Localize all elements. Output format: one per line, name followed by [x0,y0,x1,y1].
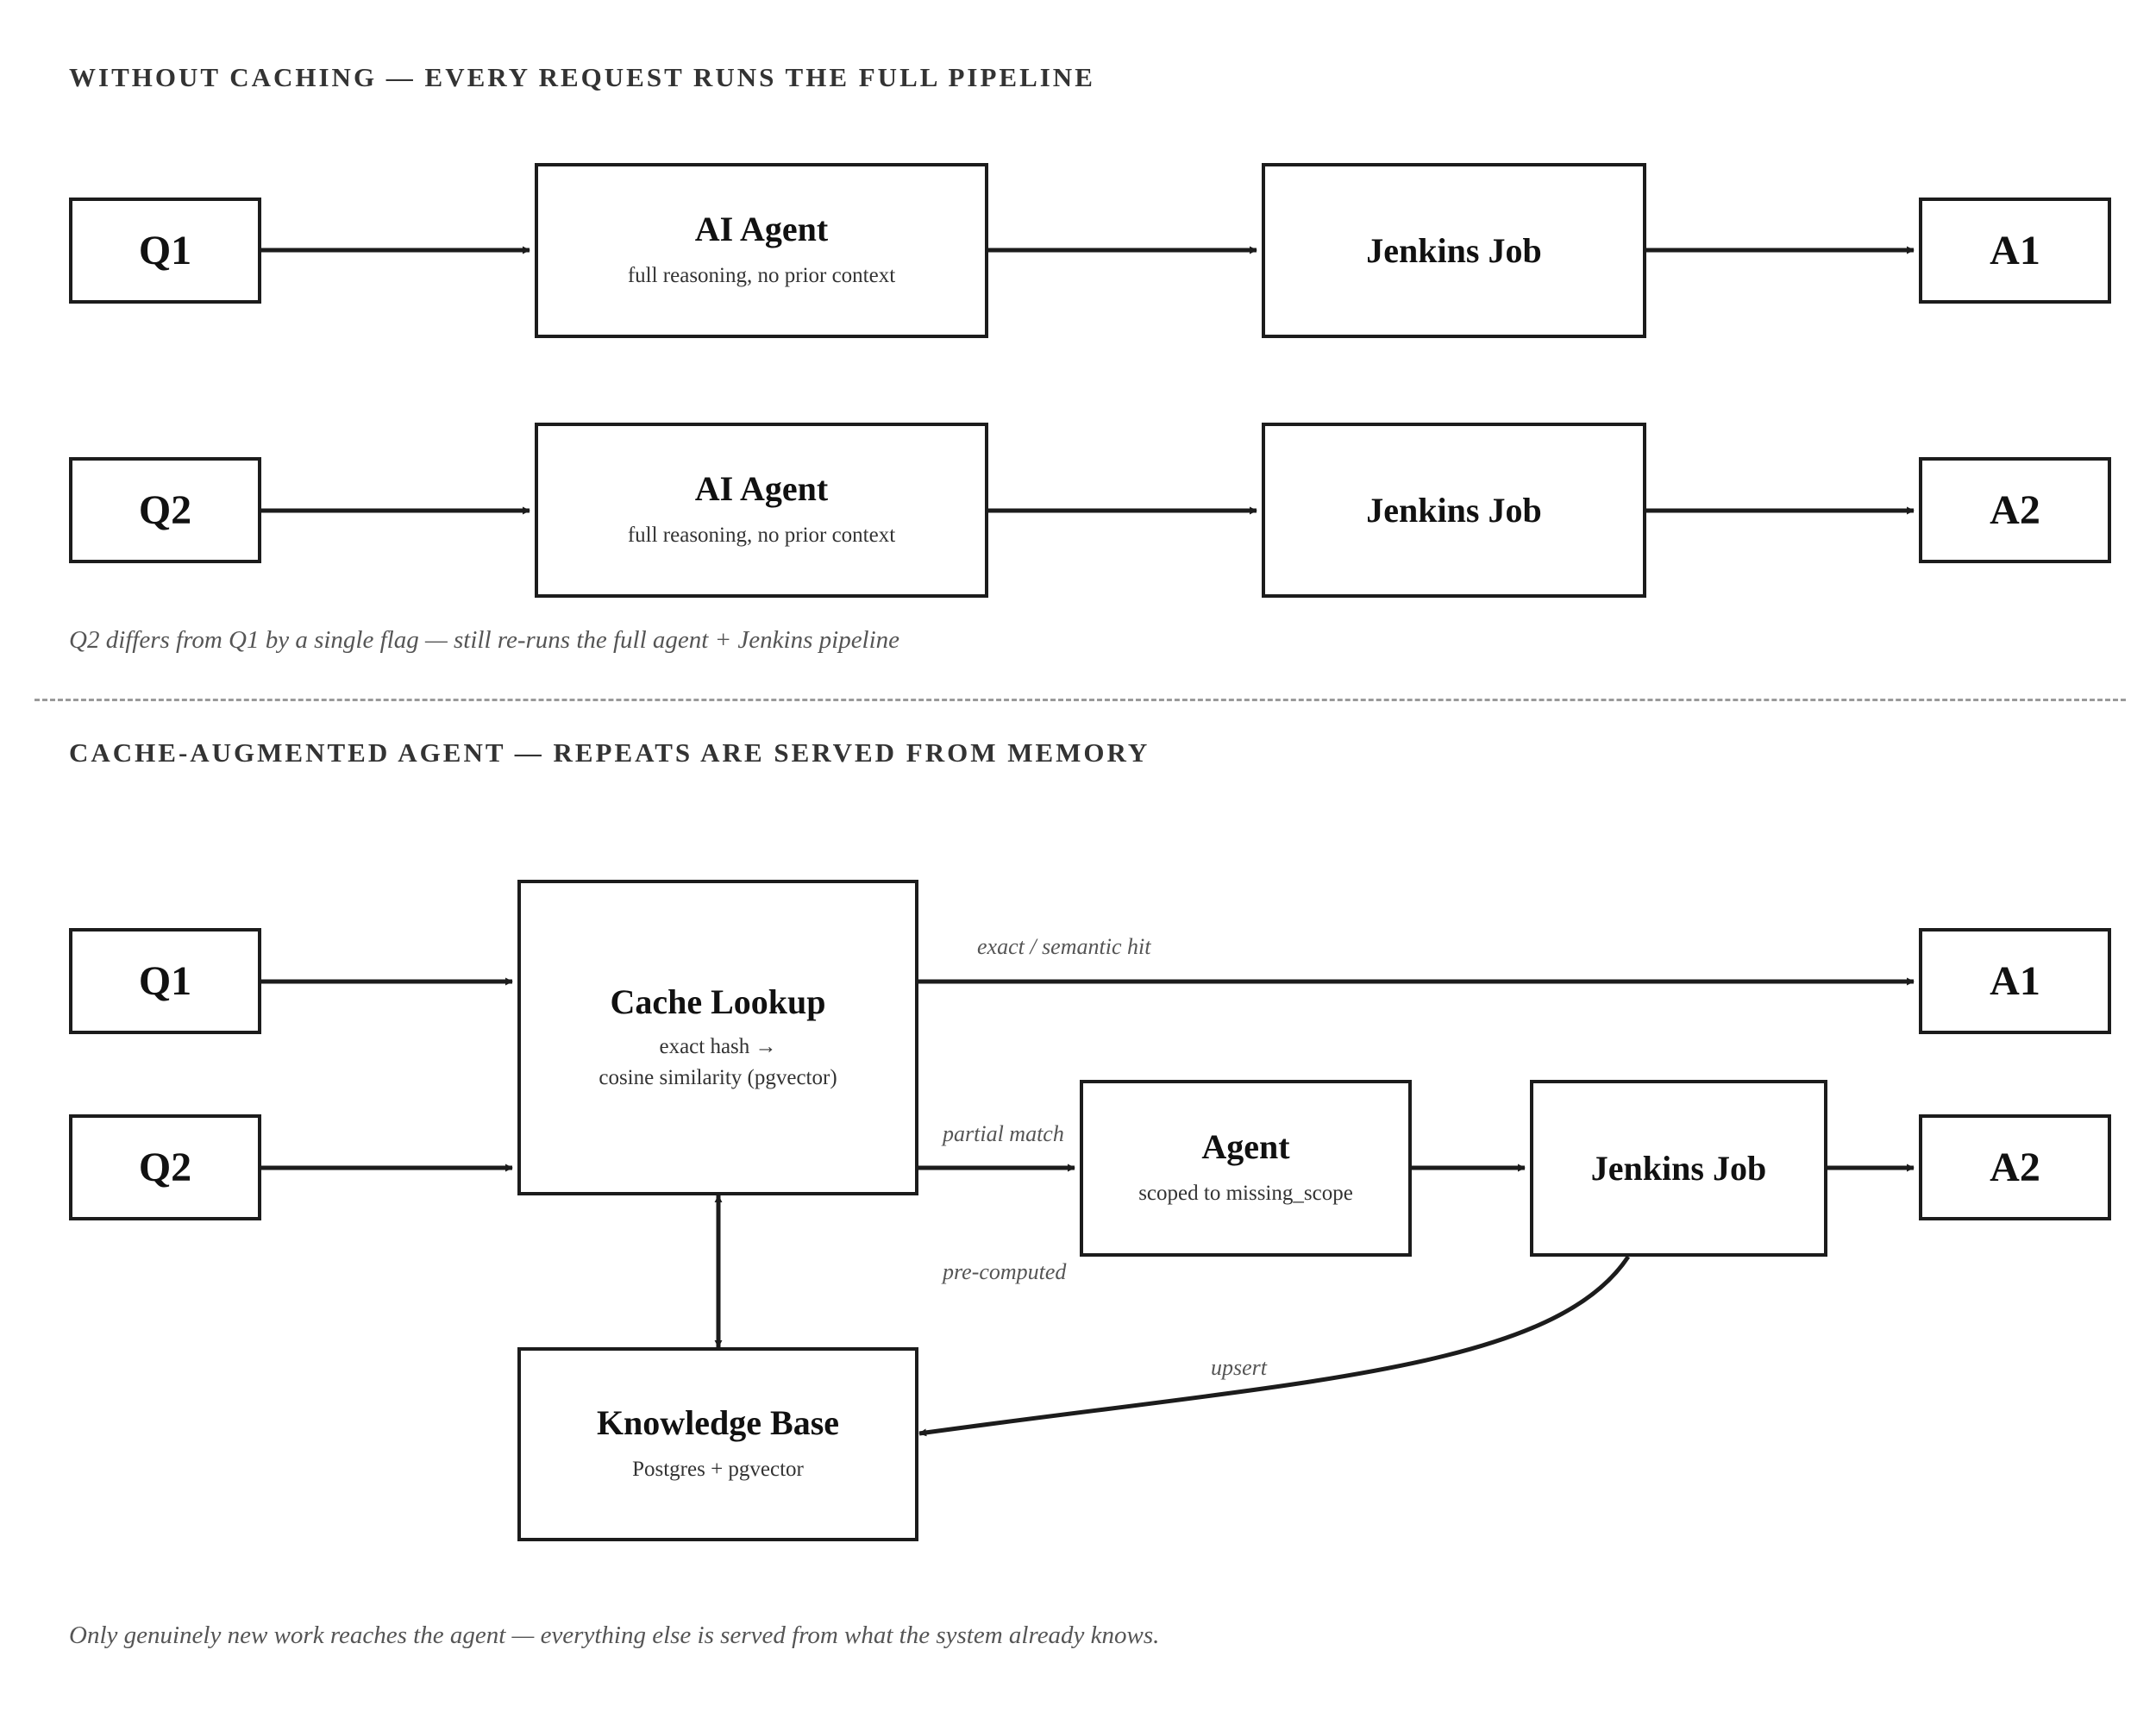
jenkins-job-box-2: Jenkins Job [1262,423,1646,598]
section-heading-cache-augmented: CACHE-AUGMENTED AGENT — REPEATS ARE SERV… [69,737,1150,768]
answer-a1-label: A1 [1990,227,2040,273]
cache-lookup-subtitle-line2: cosine similarity (pgvector) [599,1066,837,1089]
ai-agent-subtitle: full reasoning, no prior context [627,264,896,288]
answer-a2-label: A2 [1990,1144,2040,1190]
jenkins-job-title: Jenkins Job [1590,1148,1767,1188]
knowledge-base-box: Knowledge Base Postgres + pgvector [517,1347,918,1541]
query-q1-label: Q1 [138,957,192,1004]
knowledge-base-title: Knowledge Base [596,1403,840,1443]
section-heading-without-caching: WITHOUT CACHING — EVERY REQUEST RUNS THE… [69,62,1095,92]
answer-a1-box: A1 [1919,198,2111,304]
jenkins-job-box-cached: Jenkins Job [1530,1080,1827,1257]
cache-lookup-box: Cache Lookup exact hash → cosine similar… [517,880,918,1195]
arrow-job-upsert-to-kb [918,1255,1631,1437]
ai-agent-subtitle: full reasoning, no prior context [627,524,896,548]
agent-subtitle: scoped to missing_scope [1138,1182,1353,1206]
query-q2-box: Q2 [69,457,261,563]
query-q2-label: Q2 [138,486,192,533]
ai-agent-box-1: AI Agent full reasoning, no prior contex… [535,163,988,338]
cache-lookup-subtitle-line1: exact hash → [659,1034,777,1058]
bottom-section-note: Only genuinely new work reaches the agen… [69,1622,1160,1649]
jenkins-job-box-1: Jenkins Job [1262,163,1646,338]
query-q2-box-cached: Q2 [69,1114,261,1220]
ai-agent-title: AI Agent [694,210,829,249]
section-divider [34,699,2126,701]
jenkins-job-title: Jenkins Job [1366,490,1542,530]
ai-agent-title: AI Agent [694,469,829,509]
query-q1-label: Q1 [138,227,192,273]
edge-label-pre-computed: pre-computed [943,1259,1067,1284]
query-q2-label: Q2 [138,1144,192,1190]
answer-a1-box-cached: A1 [1919,928,2111,1034]
jenkins-job-title: Jenkins Job [1366,230,1542,270]
answer-a1-label: A1 [1990,957,2040,1004]
agent-title: Agent [1201,1127,1290,1167]
query-q1-box-cached: Q1 [69,928,261,1034]
knowledge-base-subtitle: Postgres + pgvector [632,1458,804,1482]
answer-a2-box: A2 [1919,457,2111,563]
query-q1-box: Q1 [69,198,261,304]
edge-label-upsert: upsert [1211,1355,1267,1380]
agent-box: Agent scoped to missing_scope [1080,1080,1412,1257]
edge-label-partial-match: partial match [943,1121,1064,1146]
ai-agent-box-2: AI Agent full reasoning, no prior contex… [535,423,988,598]
answer-a2-label: A2 [1990,486,2040,533]
cache-lookup-title: Cache Lookup [610,982,826,1021]
top-section-note: Q2 differs from Q1 by a single flag — st… [69,626,900,654]
edge-label-exact-semantic-hit: exact / semantic hit [977,934,1151,959]
cache-lookup-subtitle: exact hash → cosine similarity (pgvector… [599,1032,837,1095]
answer-a2-box-cached: A2 [1919,1114,2111,1220]
